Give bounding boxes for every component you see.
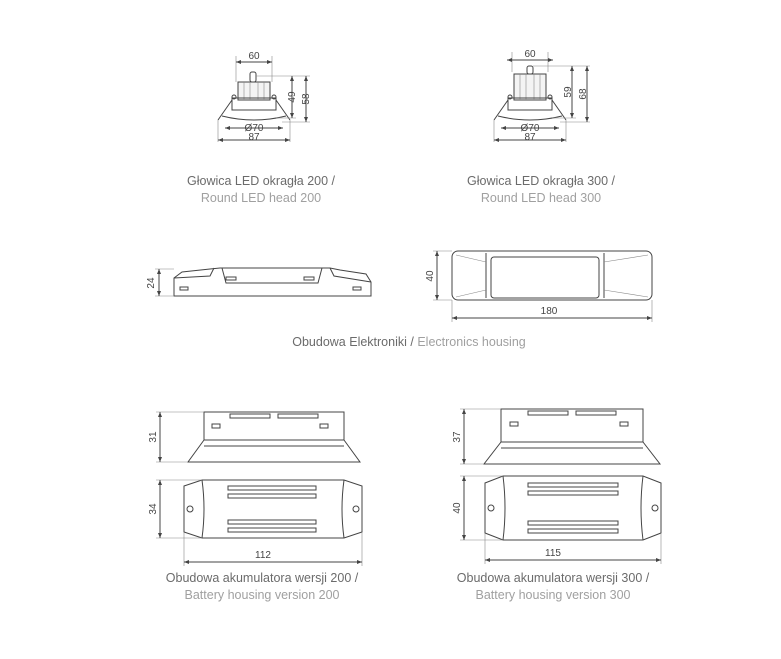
led-head-300-drawing: 60 Ø70 87 59 68	[493, 49, 590, 143]
dim-head300-width: 60	[524, 49, 536, 60]
dim-head300-body-height: 59	[563, 86, 574, 98]
dim-electronics-height: 24	[146, 277, 157, 289]
dim-head300-flange: 87	[524, 132, 536, 143]
caption-en: Round LED head 300	[480, 191, 602, 205]
dim-battery200-top-height: 31	[148, 431, 159, 443]
electronics-top-view: 40 180	[425, 250, 653, 322]
led-head-200-drawing: 60 Ø70 87 49 58	[217, 51, 312, 143]
dim-battery200-length: 112	[255, 550, 271, 561]
caption-en: Battery housing version 300	[475, 588, 631, 602]
dim-head300-total-height: 68	[578, 88, 589, 100]
dim-battery300-length: 115	[545, 548, 561, 559]
caption-pl: Obudowa akumulatora wersji 200 /	[165, 571, 359, 585]
caption-led-head-300: Głowica LED okragła 300 / Round LED head…	[391, 173, 691, 207]
dim-electronics-length: 180	[541, 306, 558, 317]
battery-300-drawing: 37 40 115	[452, 408, 662, 564]
dim-head200-width: 60	[248, 51, 260, 62]
caption-battery-300: Obudowa akumulatora wersji 300 / Battery…	[403, 570, 703, 604]
caption-pl: Głowica LED okragła 200 /	[187, 174, 335, 188]
caption-en: Electronics housing	[417, 335, 526, 349]
battery-200-drawing: 31 34 112	[148, 411, 363, 566]
caption-pl: Obudowa Elektroniki /	[292, 335, 414, 349]
caption-pl: Obudowa akumulatora wersji 300 /	[456, 571, 650, 585]
caption-led-head-200: Głowica LED okragła 200 / Round LED head…	[111, 173, 411, 207]
dim-head200-total-height: 58	[301, 93, 312, 105]
dim-head200-flange: 87	[248, 132, 260, 143]
caption-pl: Głowica LED okragła 300 /	[467, 174, 615, 188]
dim-battery300-top-height: 37	[452, 431, 463, 443]
caption-electronics-housing: Obudowa Elektroniki / Electronics housin…	[209, 334, 609, 351]
dim-battery200-bottom-height: 34	[148, 503, 159, 515]
dim-head300-diameter: Ø70	[521, 123, 540, 134]
dim-head200-body-height: 49	[287, 91, 298, 103]
caption-battery-200: Obudowa akumulatora wersji 200 / Battery…	[112, 570, 412, 604]
dim-electronics-width: 40	[425, 270, 436, 282]
electronics-side-view: 24	[146, 267, 372, 297]
caption-en: Round LED head 200	[200, 191, 322, 205]
dim-battery300-bottom-height: 40	[452, 502, 463, 514]
dim-head200-diameter: Ø70	[245, 123, 264, 134]
caption-en: Battery housing version 200	[184, 588, 340, 602]
